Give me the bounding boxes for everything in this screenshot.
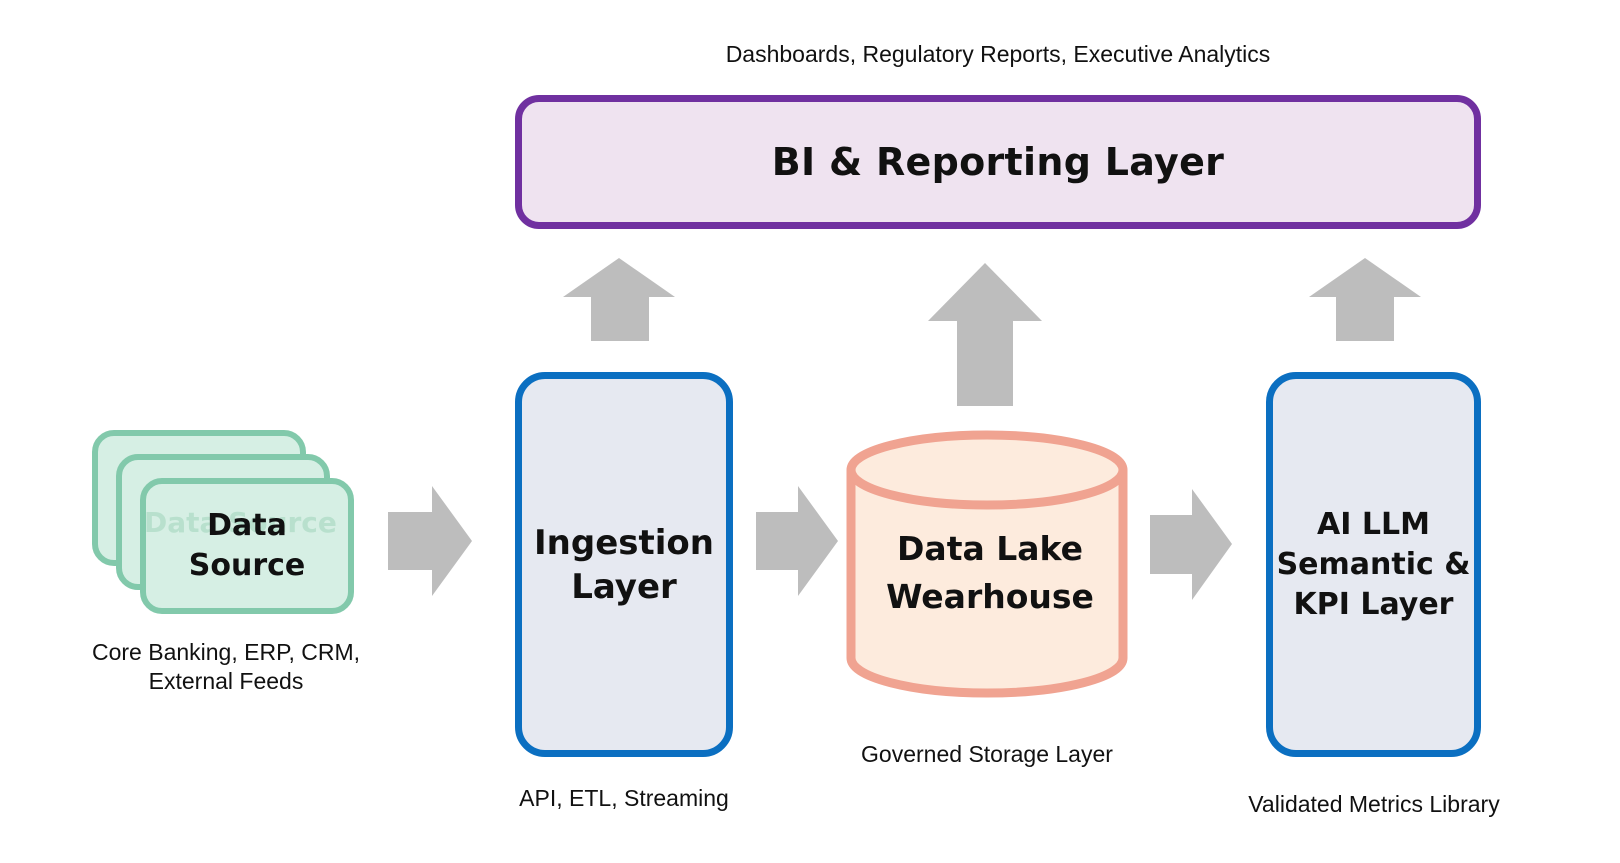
data-source-title-line2: Source bbox=[188, 548, 306, 583]
arrow-right-icon bbox=[388, 486, 472, 596]
data-source-caption: Core Banking, ERP, CRM, External Feeds bbox=[60, 638, 392, 696]
data-lake-title-line1: Data Lake bbox=[897, 529, 1083, 568]
semantic-kpi-layer-title: AI LLM Semantic & KPI Layer bbox=[1277, 505, 1471, 625]
semantic-kpi-layer-title-line3: KPI Layer bbox=[1293, 586, 1454, 622]
semantic-kpi-layer-box: AI LLM Semantic & KPI Layer bbox=[1266, 372, 1481, 757]
data-lake-caption: Governed Storage Layer bbox=[861, 741, 1113, 767]
ingestion-layer-title-line1: Ingestion bbox=[534, 522, 714, 563]
data-source-caption-line1: Core Banking, ERP, CRM, bbox=[91, 639, 360, 665]
semantic-kpi-layer-title-line2: Semantic & bbox=[1276, 546, 1471, 582]
arrow-right-icon bbox=[1150, 489, 1232, 600]
arrow-up-icon bbox=[563, 258, 675, 341]
data-source-card-front bbox=[140, 478, 354, 614]
cylinder-icon bbox=[846, 430, 1128, 698]
data-source-caption-line2: External Feeds bbox=[148, 668, 304, 694]
arrow-up-icon bbox=[928, 263, 1042, 406]
bi-layer-title: BI & Reporting Layer bbox=[771, 140, 1225, 184]
ingestion-layer-box: Ingestion Layer bbox=[515, 372, 733, 757]
data-source-title: Data Source bbox=[140, 478, 354, 614]
data-lake-title: Data Lake Wearhouse bbox=[848, 525, 1132, 621]
arrow-up-icon bbox=[1309, 258, 1421, 341]
data-lake-title-line2: Wearhouse bbox=[886, 577, 1094, 616]
data-source-title-line1: Data bbox=[207, 508, 287, 543]
bi-layer-caption: Dashboards, Regulatory Reports, Executiv… bbox=[725, 41, 1271, 67]
ingestion-layer-title: Ingestion Layer bbox=[534, 521, 714, 609]
arrow-right-icon bbox=[756, 486, 838, 596]
data-source-ghost-text: Data Source bbox=[144, 506, 337, 539]
ingestion-layer-title-line2: Layer bbox=[571, 566, 677, 607]
semantic-kpi-layer-caption: Validated Metrics Library bbox=[1248, 791, 1500, 817]
semantic-kpi-layer-title-line1: AI LLM bbox=[1317, 506, 1430, 542]
bi-reporting-layer-box: BI & Reporting Layer bbox=[515, 95, 1481, 229]
ingestion-layer-caption: API, ETL, Streaming bbox=[519, 785, 729, 811]
